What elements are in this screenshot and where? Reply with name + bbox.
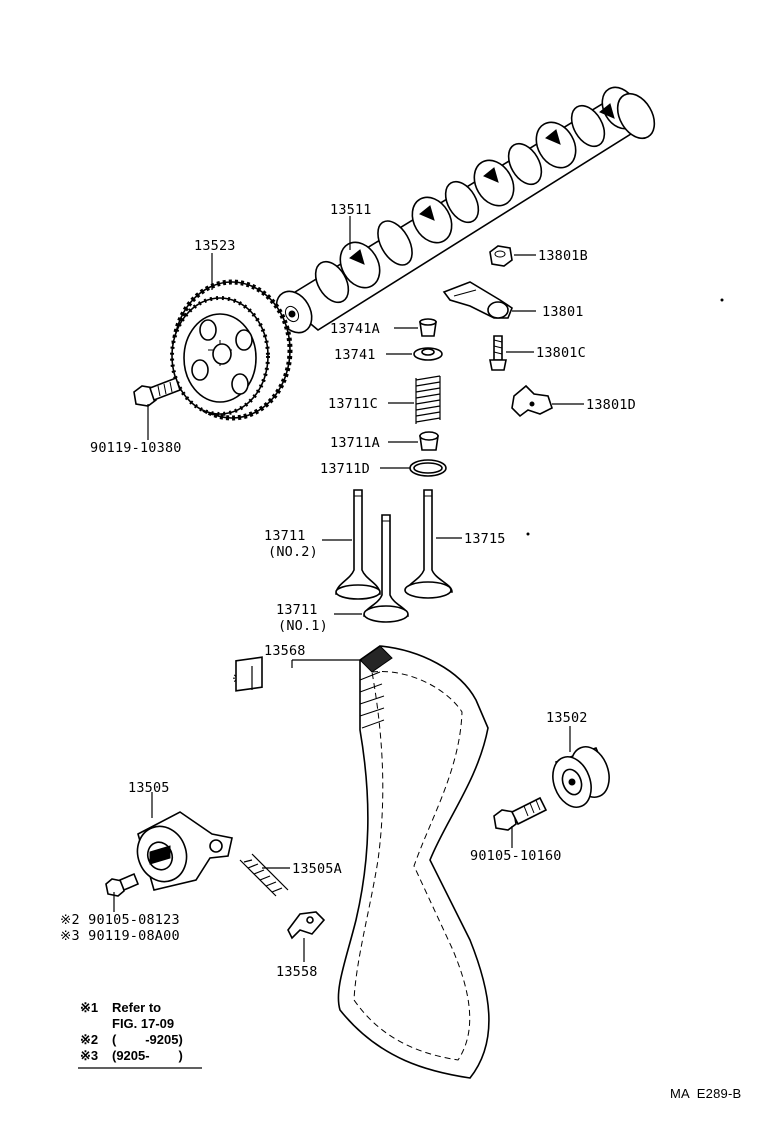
- tensioner: [136, 811, 233, 891]
- valve-seal: [413, 347, 443, 361]
- spring-seat: [419, 431, 439, 451]
- idler-pulley: [552, 746, 610, 808]
- note3-text: (9205- ): [112, 1048, 183, 1063]
- note1-mark: ※1: [80, 1000, 98, 1015]
- label-tensioner-bolt-1: ※2 90105-08123: [60, 912, 180, 928]
- label-spring-seat: 13711A: [330, 435, 380, 451]
- label-valve-seal-a: 13741A: [330, 321, 380, 337]
- rocker-screw: [489, 335, 507, 371]
- tensioner-spring: [239, 853, 289, 897]
- label-rocker-clip: 13801D: [586, 397, 636, 413]
- label-valve-spring: 13711C: [328, 396, 378, 412]
- label-rocker-arm: 13801: [542, 304, 584, 320]
- cam-timing-gear: [170, 279, 293, 421]
- label-timing-belt: 13568: [264, 643, 306, 659]
- rocker-arm: [442, 281, 513, 319]
- valve-no2: [335, 489, 381, 600]
- rocker-nut: [489, 245, 513, 267]
- label-valve-no1-sub: (NO.1): [278, 618, 328, 634]
- timing-belt: [337, 645, 490, 1079]
- label-valve-no2-sub: (NO.2): [268, 544, 318, 560]
- note1-text: Refer to: [112, 1000, 161, 1015]
- reference-tag: [235, 656, 263, 692]
- valve-seal-a: [419, 318, 437, 337]
- tensioner-bolt: [105, 872, 140, 897]
- idler-bolt: [493, 796, 548, 831]
- label-valve-no1: 13711: [276, 602, 318, 618]
- label-rocker-screw: 13801C: [536, 345, 586, 361]
- note2-mark: ※2: [80, 1032, 98, 1047]
- note3-mark: ※3: [80, 1048, 98, 1063]
- note1-text2: FIG. 17-09: [112, 1016, 174, 1031]
- spring-washer: [409, 459, 447, 477]
- valve-spring: [415, 375, 441, 424]
- rocker-clip: [511, 384, 553, 418]
- label-tensioner-spring: 13505A: [292, 861, 342, 877]
- tensioner-bracket: [287, 911, 326, 940]
- label-camshaft: 13511: [330, 202, 372, 218]
- label-cam-gear: 13523: [194, 238, 236, 254]
- label-exhaust-valve: 13715: [464, 531, 506, 547]
- label-valve-no2: 13711: [264, 528, 306, 544]
- note2-text: ( -9205): [112, 1032, 183, 1047]
- label-tensioner: 13505: [128, 780, 170, 796]
- label-tensioner-bolt-2: ※3 90119-08A00: [60, 928, 180, 944]
- valve-no1: [363, 514, 409, 623]
- exhaust-valve: [404, 489, 453, 599]
- label-gear-bolt: 90119-10380: [90, 440, 182, 456]
- label-spring-washer: 13711D: [320, 461, 370, 477]
- label-tensioner-bracket: 13558: [276, 964, 318, 980]
- camshaft: [275, 86, 656, 334]
- notes-legend: ※1 Refer to FIG. 17-09 ※2 ( -9205) ※3 (9…: [78, 1000, 202, 1069]
- label-idler-pulley: 13502: [546, 710, 588, 726]
- footer-code: MA E289-B: [670, 1086, 741, 1101]
- gear-bolt: [133, 376, 182, 407]
- label-valve-seal: 13741: [334, 347, 376, 363]
- label-rocker-nut: 13801B: [538, 248, 588, 264]
- label-idler-bolt: 90105-10160: [470, 848, 562, 864]
